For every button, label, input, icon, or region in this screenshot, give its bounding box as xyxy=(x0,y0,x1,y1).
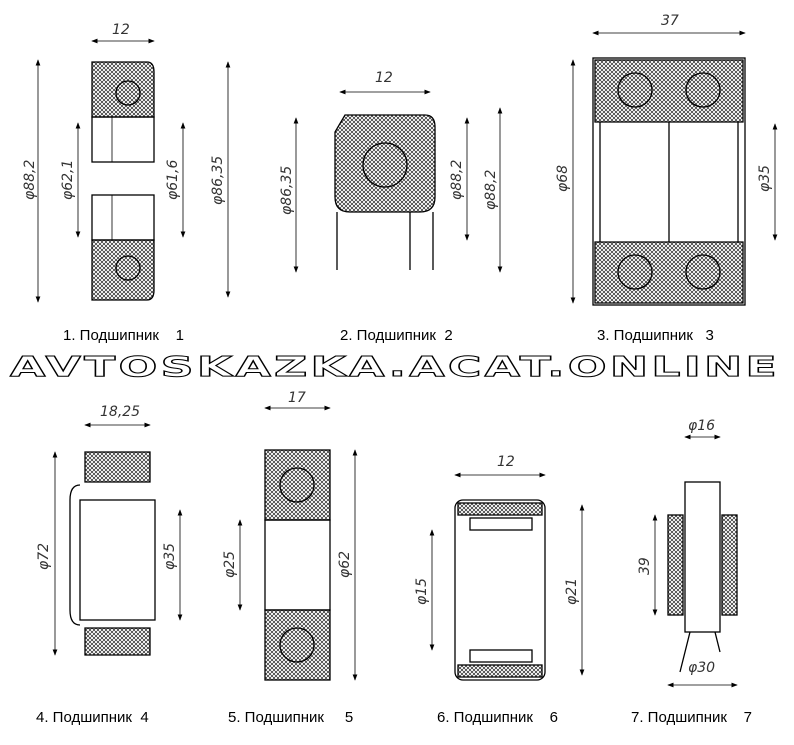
caption-bearing-6: 6. Подшипник 6 xyxy=(437,709,558,726)
dim-width: 18,25 xyxy=(100,404,140,420)
bearing-3-drawing: 37 φ68 φ35 xyxy=(555,13,778,306)
dim-diameter: φ88,2 xyxy=(449,160,465,201)
caption-bearing-5: 5. Подшипник 5 xyxy=(228,709,353,726)
dim-diameter: φ25 xyxy=(222,551,238,578)
caption-bearing-2: 2. Подшипник 2 xyxy=(340,327,453,344)
bearing-2-drawing: 12 φ86,35 φ88,2 φ88,2 xyxy=(279,70,503,273)
caption-bearing-4: 4. Подшипник 4 xyxy=(36,709,149,726)
dim-width: 12 xyxy=(112,22,130,38)
dim-diameter: φ68 xyxy=(555,165,571,192)
dim-width: 12 xyxy=(497,454,515,470)
dim-diameter: φ16 xyxy=(688,418,715,434)
caption-bearing-1: 1. Подшипник 1 xyxy=(63,327,184,344)
dim-width: 12 xyxy=(375,70,393,86)
dim-height: 39 xyxy=(637,557,653,575)
dim-width: 17 xyxy=(288,390,306,406)
dim-diameter: φ35 xyxy=(757,165,773,192)
dim-diameter: φ62 xyxy=(337,551,353,578)
dim-diameter: φ61,6 xyxy=(165,160,181,201)
watermark: AVTOSKAZKA.ACAT.ONLINE xyxy=(10,350,780,383)
bearing-4-drawing: 18,25 φ72 φ35 xyxy=(36,404,183,656)
dim-diameter: φ35 xyxy=(162,543,178,570)
dim-diameter: φ15 xyxy=(414,578,430,605)
bearing-6-drawing: 12 φ15 φ21 xyxy=(414,454,585,681)
bearing-7-drawing: φ16 39 φ30 xyxy=(637,418,738,688)
dim-diameter: φ21 xyxy=(564,578,580,605)
dim-diameter: φ88,2 xyxy=(22,160,38,201)
dim-diameter: φ72 xyxy=(36,543,52,570)
dim-diameter: φ86,35 xyxy=(210,156,226,205)
dim-diameter: φ62,1 xyxy=(60,160,76,200)
dim-width: 37 xyxy=(661,13,679,29)
caption-bearing-7: 7. Подшипник 7 xyxy=(631,709,752,726)
dim-diameter: φ30 xyxy=(688,660,715,676)
dim-diameter: φ86,35 xyxy=(279,166,295,215)
bearing-5-drawing: 17 φ25 φ62 xyxy=(222,390,358,681)
dim-diameter: φ88,2 xyxy=(483,170,499,211)
bearing-1-drawing: 12 φ88,2 φ62,1 φ61,6 φ86,35 xyxy=(22,22,231,303)
caption-bearing-3: 3. Подшипник 3 xyxy=(597,327,714,344)
